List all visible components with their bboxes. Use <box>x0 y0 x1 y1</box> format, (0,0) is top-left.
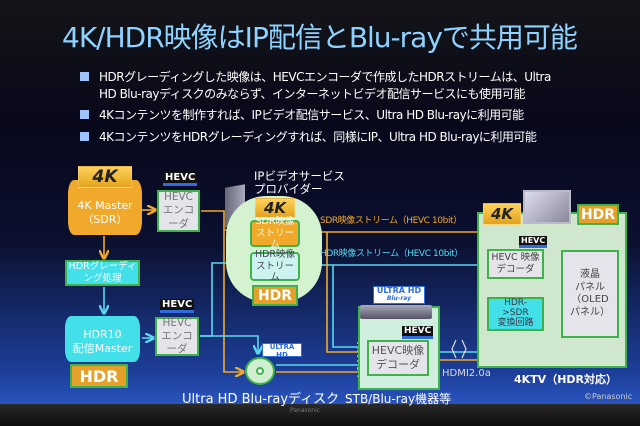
encoder-label: HEVC エンコーダ <box>162 191 195 230</box>
sdr-stream-box: SDR映像 ストリーム <box>250 216 300 250</box>
encoder-label: HEVC エンコーダ <box>161 316 193 356</box>
hdr-stream-box: HDR映像 ストリーム <box>250 249 300 283</box>
provider-label: IPビデオサービス プロバイダー <box>254 169 345 196</box>
badge-hdr: HDR <box>577 204 619 225</box>
badge-4k: 4K <box>78 166 132 188</box>
disc-label: Ultra HD Blu-rayディスク <box>182 392 340 407</box>
arrow-encoder-disc-hdr <box>200 335 258 353</box>
bullet-3: 4KコンテンツをHDRグレーディングすれば、同様にIP、Ultra HD Blu… <box>80 130 537 145</box>
display-panel: 液晶 パネル （OLED パネル） <box>561 250 619 338</box>
arrow-sdr-stb <box>326 232 365 352</box>
sdr-stream-label: SDR映像 ストリーム <box>255 215 295 251</box>
sdr-stream-caption: SDR映像ストリーム（HEVC 10bit） <box>320 216 462 226</box>
uhd-logo-text: ULTRA HD <box>376 286 422 295</box>
hdr-grading-box: HDRグレーディング処理 <box>65 260 140 286</box>
slide-title: 4K/HDR映像はIP配信とBlu-rayで共用可能 <box>62 21 578 54</box>
uhd-logo-text: ULTRA HD <box>269 343 295 359</box>
ultra-hd-blu-ray-logo: ULTRA HD <box>262 343 302 359</box>
disc-icon <box>245 357 275 385</box>
bullet-2: 4Kコンテンツを制作すれば、IPビデオ配信サービス、Ultra HD Blu-r… <box>80 108 524 123</box>
master-sdr-cylinder: 4K Master （SDR） <box>68 180 142 235</box>
hdr-sdr-label: HDR- >SDR 変換回路 <box>497 298 534 328</box>
stb-decoder-label: HEVC映像デコーダ <box>371 344 425 371</box>
blu-ray-player-icon <box>360 305 432 319</box>
bullet-text: 4Kコンテンツを制作すれば、IPビデオ配信サービス、Ultra HD Blu-r… <box>99 108 524 122</box>
bullet-1-cont: HD Blu-rayディスクのみならず、インターネットビデオ配信サービスにも使用… <box>99 87 526 101</box>
bullet-1: HDRグレーディングした映像は、HEVCエンコーダで作成したHDRストリームは、… <box>80 70 551 85</box>
bullet-text: HDRグレーディングした映像は、HEVCエンコーダで作成したHDRストリームは、… <box>99 70 551 84</box>
hevc-logo: HEVC <box>519 236 548 248</box>
arrow-encoder-disc-sdr <box>223 230 243 372</box>
master-sdr-label: 4K Master （SDR） <box>77 198 133 226</box>
hevc-encoder-2: HEVC エンコーダ <box>155 317 199 356</box>
badge-hdr: HDR <box>252 285 298 306</box>
hdr-sdr-converter: HDR- >SDR 変換回路 <box>487 297 544 331</box>
hdr10-master-cylinder: HDR10 配信Master <box>65 316 140 362</box>
hdr-grading-label: HDRグレーディング処理 <box>68 261 137 284</box>
panel-label: 液晶 パネル （OLED パネル） <box>570 269 610 318</box>
hdr-stream-caption: HDR映像ストリーム（HEVC 10bit） <box>320 249 463 259</box>
hevc-logo: HEVC <box>163 172 198 186</box>
stb-label: STB/Blu-ray機器等 <box>345 392 452 406</box>
hdr-stream-label: HDR映像 ストリーム <box>254 248 296 284</box>
tv-label: 4KTV（HDR対応） <box>514 373 618 386</box>
bullet-text: 4KコンテンツをHDRグレーディングすれば、同様にIP、Ultra HD Blu… <box>99 130 537 144</box>
tv-hevc-decoder: HEVC 映像 デコーダ <box>487 249 544 279</box>
hdmi-label: HDMI2.0a <box>442 368 491 379</box>
badge-4k: 4K <box>255 198 295 218</box>
stb-hevc-decoder: HEVC映像デコーダ <box>367 340 429 376</box>
tv-icon <box>523 190 571 224</box>
uhd-logo-sub: Blu-ray <box>386 294 412 302</box>
hevc-encoder-1: HEVC エンコーダ <box>157 190 200 232</box>
arrow-hdr-stb <box>332 265 365 347</box>
hdmi-bracket-icon <box>451 339 467 359</box>
hevc-logo: HEVC <box>160 299 195 313</box>
tv-bezel: Panasonic <box>0 404 640 426</box>
badge-hdr: HDR <box>70 364 128 388</box>
badge-4k: 4K <box>483 203 521 225</box>
hdr10-master-label: HDR10 配信Master <box>72 328 133 355</box>
copyright: ©Panasonic <box>584 392 633 401</box>
bezel-brand: Panasonic <box>290 407 321 414</box>
tv-decoder-label: HEVC 映像 デコーダ <box>491 252 540 275</box>
hevc-logo: HEVC <box>402 326 434 339</box>
